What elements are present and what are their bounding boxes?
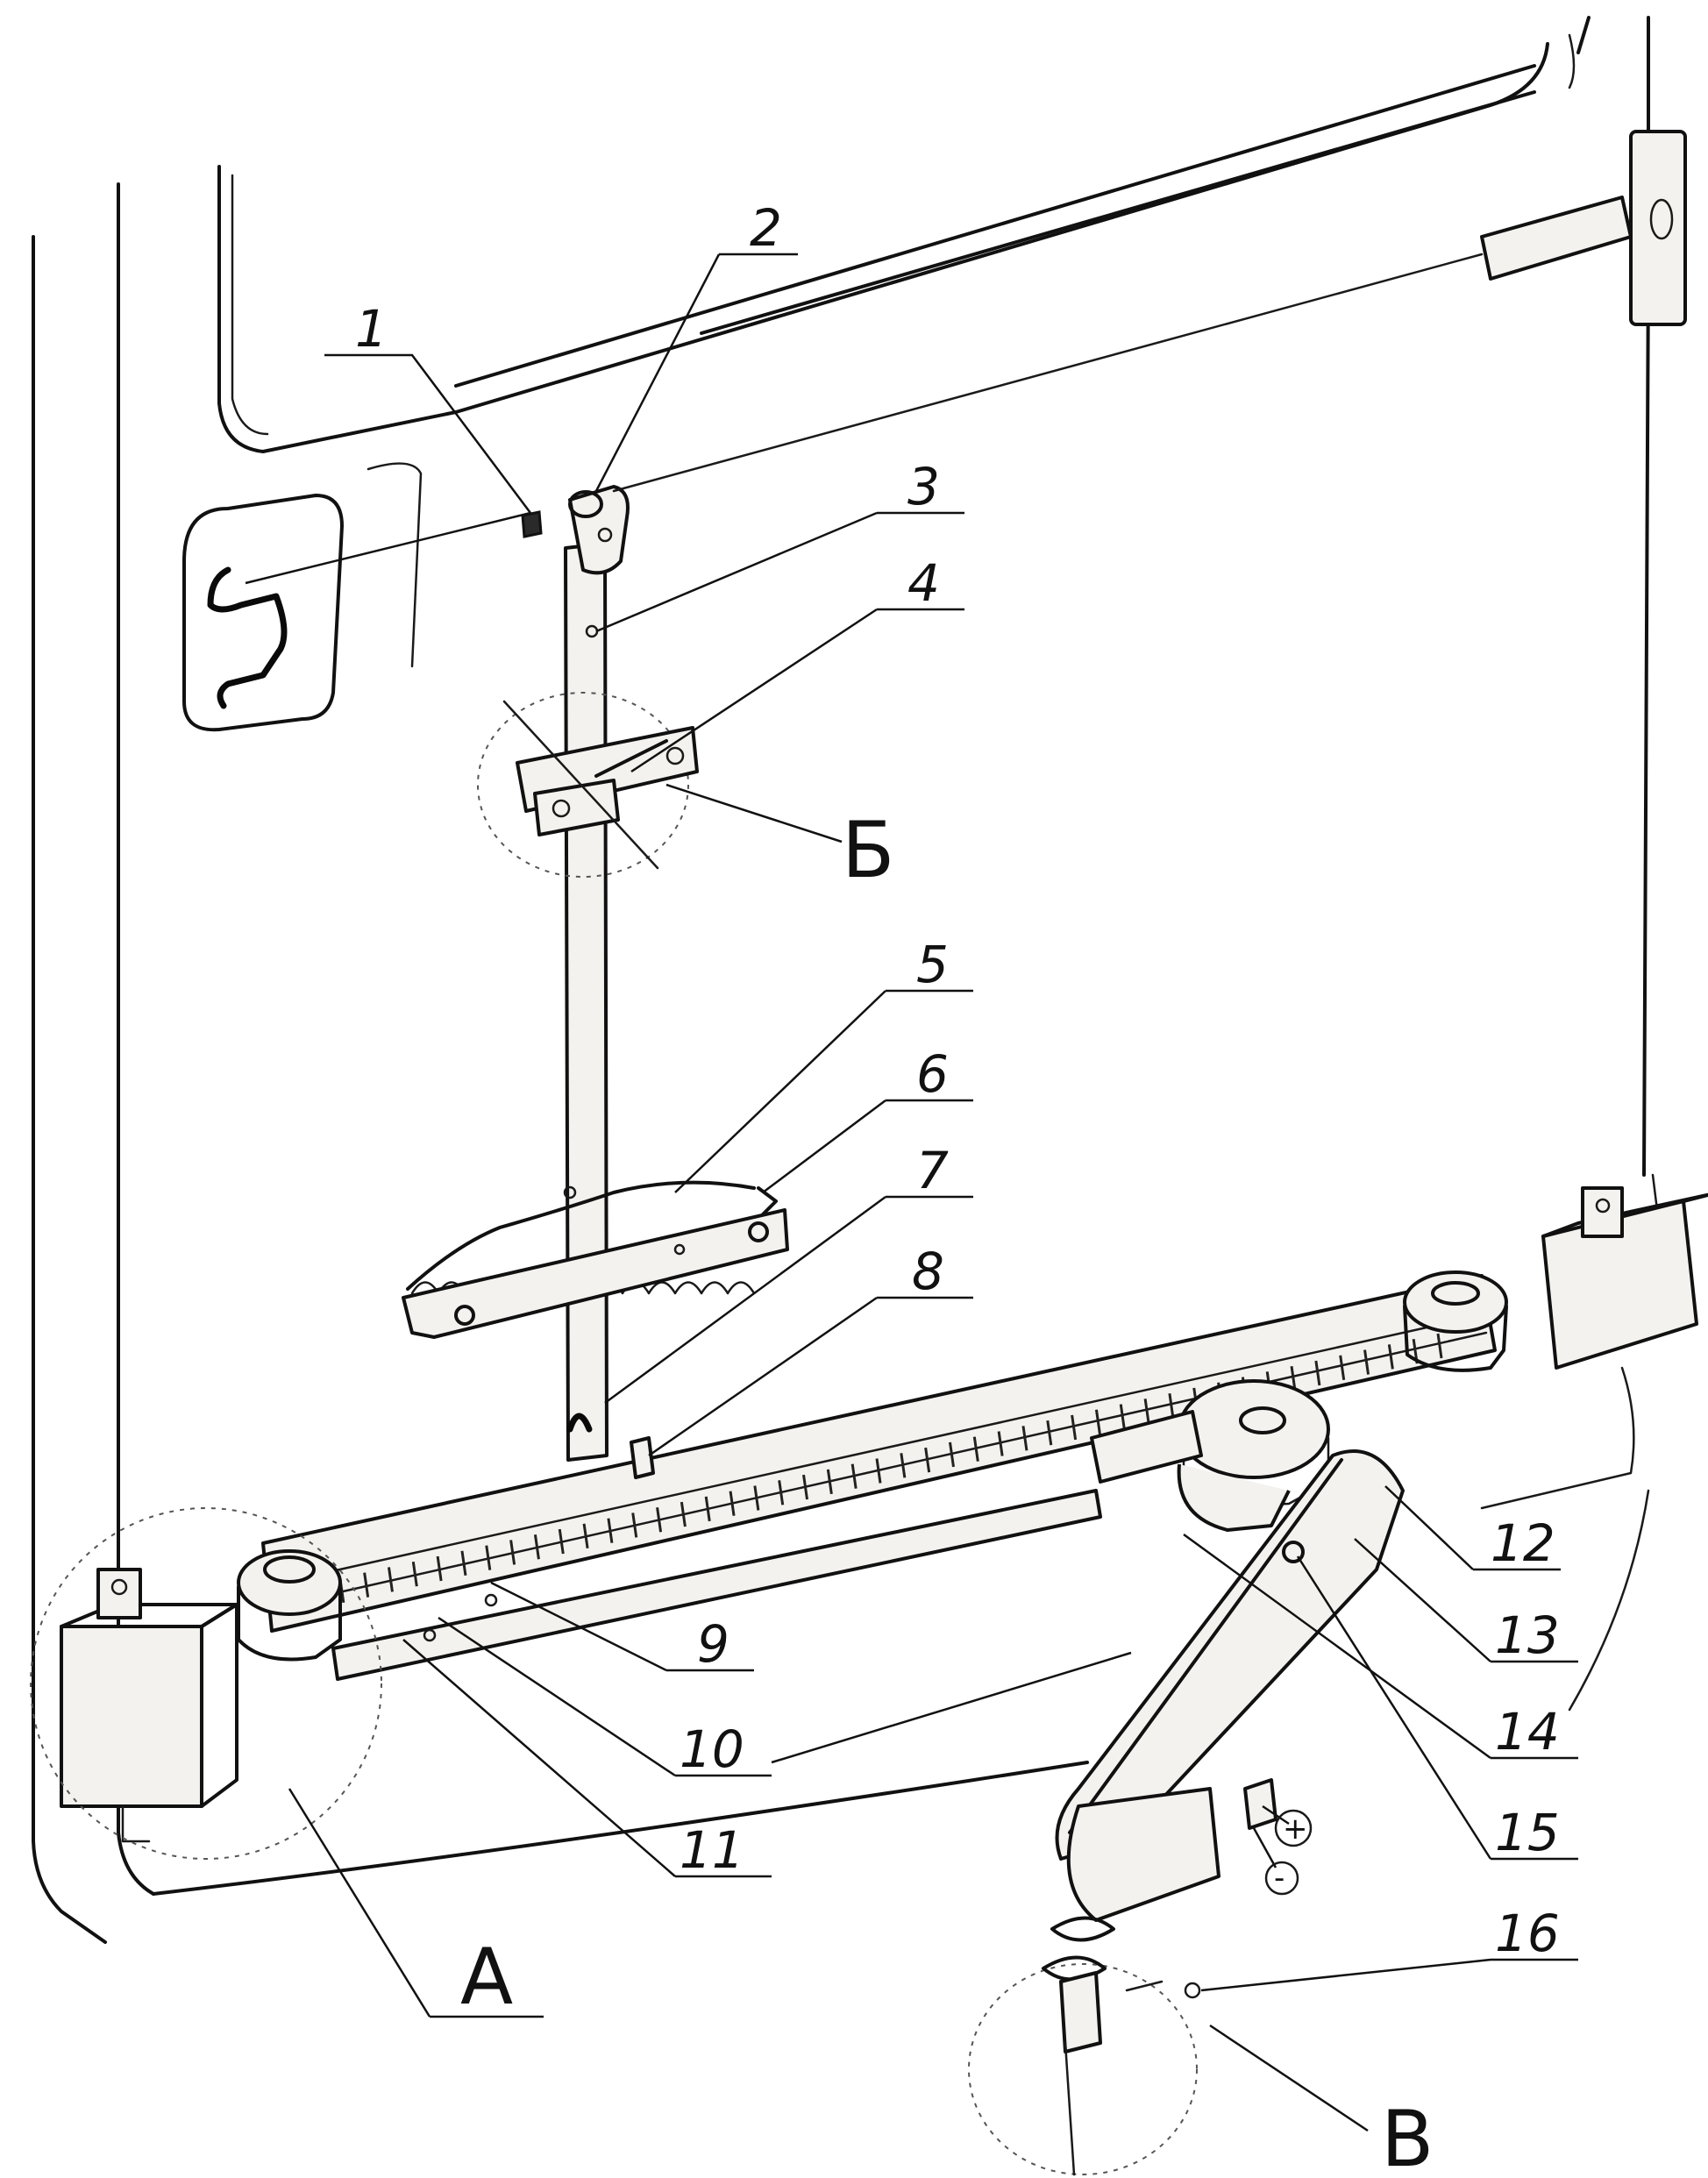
- rack-tooth: [1021, 1426, 1028, 1451]
- callout-5: 5: [916, 935, 949, 994]
- rack-tooth: [729, 1491, 736, 1516]
- rack-tooth: [509, 1540, 516, 1565]
- callout-6: 6: [916, 1044, 949, 1104]
- rack-tooth: [1119, 1404, 1126, 1429]
- detail-label-cyrillic-b: Б: [842, 805, 894, 895]
- rack-tooth: [850, 1463, 858, 1489]
- rack-tooth: [460, 1550, 467, 1577]
- callout-labels: 1 2 3 4 5 6 7 8 9 10 11 12 13 14 15 16 Б…: [355, 198, 1560, 2178]
- rack-tooth: [1071, 1414, 1078, 1441]
- rack-tooth: [656, 1507, 663, 1533]
- toothed-sector: [402, 1180, 789, 1339]
- detail-label-a: A: [460, 1932, 513, 2022]
- door-handle: [182, 462, 423, 732]
- rack-tooth: [680, 1501, 687, 1527]
- control-box-left: [60, 1568, 238, 1843]
- rack-tooth: [582, 1523, 589, 1549]
- rack-tooth: [1168, 1392, 1175, 1419]
- rack-tooth: [363, 1572, 370, 1598]
- rack-tooth: [924, 1447, 931, 1473]
- callout-15: 15: [1495, 1803, 1560, 1862]
- rack-tooth: [1363, 1349, 1370, 1375]
- rack-tooth: [1046, 1420, 1053, 1446]
- rack-tooth: [533, 1534, 540, 1560]
- rack-tooth: [607, 1518, 614, 1543]
- callout-12: 12: [1491, 1513, 1555, 1573]
- rack-tooth: [631, 1512, 638, 1538]
- rack-tooth: [948, 1441, 955, 1468]
- rack-tooth: [1387, 1344, 1394, 1370]
- door-panel: [32, 16, 1687, 1944]
- callout-11: 11: [680, 1820, 744, 1880]
- rack-tooth: [997, 1431, 1004, 1456]
- top-bracket: [521, 253, 1484, 575]
- rack-tooth: [1290, 1365, 1297, 1392]
- callout-4: 4: [907, 553, 940, 613]
- callout-14: 14: [1495, 1702, 1560, 1762]
- rack-tooth: [778, 1480, 785, 1505]
- polarity-minus: -: [1274, 1861, 1285, 1896]
- callout-3: 3: [907, 457, 940, 516]
- rack-tooth: [972, 1436, 979, 1462]
- callout-1: 1: [355, 299, 388, 359]
- callout-7: 7: [916, 1141, 949, 1200]
- guide-bracket: [477, 692, 699, 878]
- callout-9: 9: [697, 1614, 729, 1674]
- rack-tooth: [485, 1545, 492, 1570]
- polarity-plus: +: [1283, 1811, 1308, 1847]
- drive-arm: [1055, 1410, 1405, 1861]
- callout-16: 16: [1495, 1904, 1560, 1963]
- rack-tooth: [1436, 1333, 1443, 1359]
- rail-assembly: [237, 1270, 1508, 1681]
- detail-circle-a: [30, 1507, 382, 1860]
- rack-tooth: [753, 1485, 760, 1511]
- detail-label-b: B: [1381, 2094, 1434, 2178]
- rack-tooth: [1314, 1360, 1321, 1386]
- drive-gear: [1177, 1379, 1330, 1532]
- callout-2: 2: [750, 198, 782, 258]
- lift-rod: [564, 542, 608, 1462]
- rack-tooth: [558, 1528, 565, 1555]
- rack-tooth: [411, 1562, 418, 1587]
- control-box-right: [1480, 1186, 1708, 1510]
- rack-tooth: [436, 1555, 443, 1582]
- rack-tooth: [900, 1453, 907, 1478]
- rack-tooth: [802, 1474, 809, 1500]
- leader-lines: [245, 253, 1578, 2132]
- rack-tooth: [1339, 1355, 1346, 1380]
- callout-8: 8: [912, 1242, 944, 1301]
- rack-tooth: [387, 1567, 394, 1592]
- callout-13: 13: [1495, 1605, 1560, 1665]
- rack-tooth: [826, 1469, 833, 1495]
- rack-tooth: [875, 1458, 882, 1484]
- spring-assembly: [968, 1787, 1221, 2176]
- rack-tooth: [1094, 1409, 1101, 1434]
- rack-tooth: [1143, 1399, 1150, 1424]
- rack-tooth: [704, 1496, 711, 1522]
- callout-10: 10: [680, 1719, 744, 1779]
